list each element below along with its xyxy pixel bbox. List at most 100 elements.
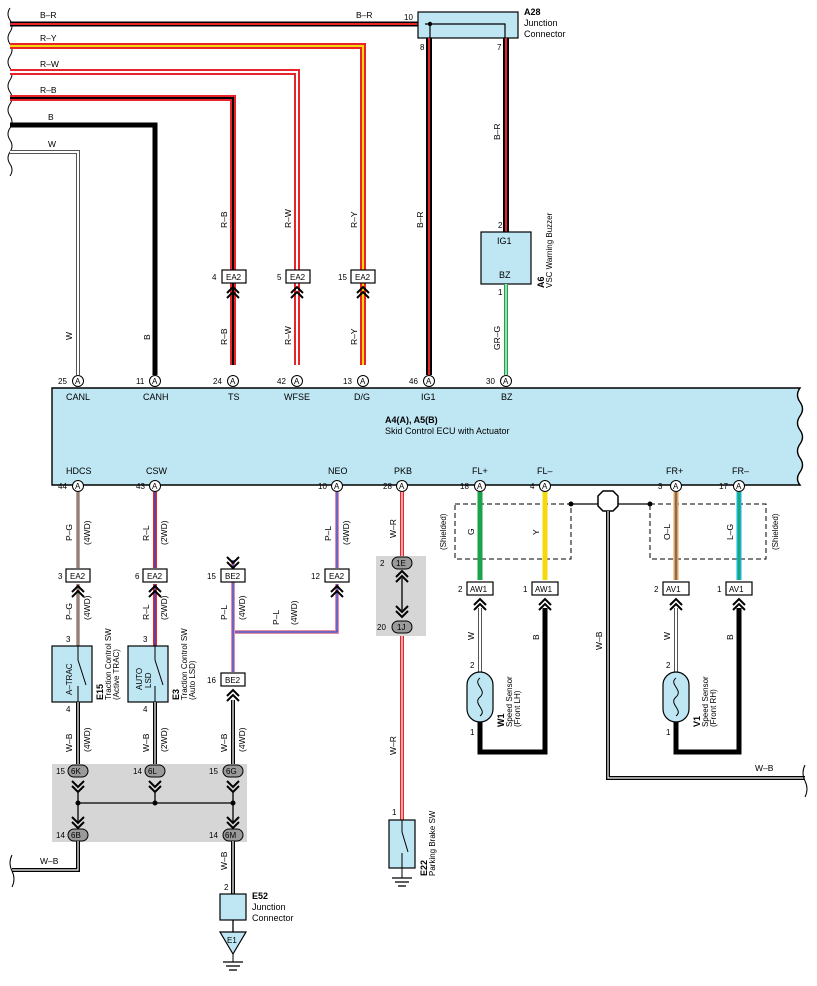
- connector-ea2-csw: 6 EA2: [135, 568, 168, 598]
- svg-text:43: 43: [136, 482, 145, 491]
- wire-label-rw2: R–W: [283, 209, 293, 228]
- svg-text:(4WD): (4WD): [341, 520, 351, 545]
- svg-text:1: 1: [523, 585, 528, 594]
- wire-label-rw3: R–W: [283, 326, 293, 345]
- svg-text:Parking Brake SW: Parking Brake SW: [428, 810, 437, 876]
- connector-aw1-1: 1 AW1: [523, 581, 559, 611]
- svg-text:1: 1: [717, 585, 722, 594]
- svg-text:A: A: [673, 482, 679, 491]
- junction-a28: 10 8 7 A28 Junction Connector: [404, 7, 566, 52]
- svg-text:W–R: W–R: [388, 519, 398, 538]
- svg-text:6G: 6G: [226, 767, 237, 776]
- svg-text:EA2: EA2: [70, 572, 86, 581]
- svg-text:6L: 6L: [148, 767, 157, 776]
- svg-text:AW1: AW1: [470, 585, 488, 594]
- svg-text:BE2: BE2: [225, 572, 241, 581]
- svg-text:4: 4: [212, 273, 217, 282]
- svg-text:E1: E1: [227, 936, 237, 945]
- svg-text:2: 2: [458, 585, 463, 594]
- svg-text:W–B: W–B: [64, 733, 74, 752]
- svg-text:W–B: W–B: [141, 733, 151, 752]
- svg-text:CANH: CANH: [143, 392, 169, 402]
- switch-e15: A–TRAC: [51, 645, 93, 703]
- speed-sensor-v1: 2 1: [662, 661, 690, 737]
- shield-rh: [649, 503, 767, 560]
- svg-text:A: A: [426, 377, 432, 386]
- svg-text:2: 2: [654, 585, 659, 594]
- svg-text:BE2: BE2: [225, 676, 241, 685]
- svg-text:15: 15: [56, 767, 65, 776]
- svg-text:Connector: Connector: [252, 913, 294, 923]
- svg-text:28: 28: [383, 482, 392, 491]
- svg-text:14: 14: [209, 831, 218, 840]
- svg-text:(Shielded): (Shielded): [439, 513, 448, 550]
- ecu-id: A4(A), A5(B): [385, 415, 438, 425]
- svg-text:16: 16: [207, 676, 216, 685]
- wire-label-br-right: B–R: [356, 10, 373, 20]
- svg-text:P–L: P–L: [219, 605, 229, 620]
- wire-label-canh: B: [142, 334, 152, 340]
- svg-text:P–G: P–G: [64, 603, 74, 620]
- connector-be2-15: 15 BE2: [207, 556, 246, 583]
- wire-label-ry3: R–Y: [349, 328, 359, 345]
- svg-text:A: A: [736, 482, 742, 491]
- svg-text:E52: E52: [252, 891, 268, 901]
- svg-text:(2WD): (2WD): [159, 727, 169, 752]
- svg-text:(Front RH): (Front RH): [709, 689, 718, 727]
- wire-b-rh: [673, 608, 742, 755]
- svg-text:A–TRAC: A–TRAC: [65, 663, 74, 695]
- svg-text:46: 46: [409, 377, 418, 386]
- svg-text:Traction Control SW: Traction Control SW: [104, 628, 113, 700]
- svg-text:3: 3: [143, 635, 148, 644]
- svg-text:2: 2: [498, 221, 503, 230]
- svg-text:FL+: FL+: [472, 466, 488, 476]
- svg-text:14: 14: [133, 767, 142, 776]
- svg-text:BZ: BZ: [499, 270, 511, 280]
- svg-text:1: 1: [470, 728, 475, 737]
- svg-text:W: W: [662, 632, 672, 640]
- svg-text:44: 44: [58, 482, 67, 491]
- svg-text:EA2: EA2: [329, 572, 345, 581]
- junction-e52: 2 E52 Junction Connector E1: [218, 883, 294, 971]
- svg-text:P–L: P–L: [271, 610, 281, 625]
- wire-wb-out: [12, 841, 80, 872]
- svg-text:CANL: CANL: [66, 392, 90, 402]
- svg-text:R–L: R–L: [141, 525, 151, 541]
- svg-text:D/G: D/G: [354, 392, 370, 402]
- svg-text:Y: Y: [531, 529, 541, 535]
- wire-label-rb2: R–B: [219, 211, 229, 228]
- wire-rw: [10, 69, 300, 365]
- wire-label-br: B–R: [40, 10, 57, 20]
- svg-text:W–R: W–R: [388, 736, 398, 755]
- svg-text:EA2: EA2: [355, 273, 371, 282]
- svg-text:4: 4: [66, 705, 71, 714]
- left-break-line: [7, 7, 13, 177]
- pkb-connectors: 2 1E 20 1J: [377, 556, 413, 634]
- svg-text:(Shielded): (Shielded): [771, 513, 780, 550]
- svg-text:10: 10: [404, 13, 413, 22]
- svg-text:R–L: R–L: [141, 604, 151, 620]
- svg-text:EA2: EA2: [226, 273, 242, 282]
- svg-text:Speed Sensor: Speed Sensor: [701, 676, 710, 727]
- svg-text:14: 14: [56, 831, 65, 840]
- wire-label-w: W: [48, 139, 56, 149]
- svg-text:W–B: W–B: [594, 631, 604, 650]
- wire-label-ry: R–Y: [40, 33, 57, 43]
- svg-text:FL–: FL–: [537, 466, 553, 476]
- svg-text:A: A: [152, 482, 158, 491]
- ecu-name: Skid Control ECU with Actuator: [385, 426, 510, 436]
- svg-text:V1: V1: [692, 716, 702, 727]
- svg-text:15: 15: [207, 572, 216, 581]
- svg-text:A: A: [75, 482, 81, 491]
- svg-text:VSC Warning Buzzer: VSC Warning Buzzer: [545, 212, 554, 288]
- svg-text:TS: TS: [228, 392, 240, 402]
- svg-text:10: 10: [318, 482, 327, 491]
- wire-label-br-ig1: B–R: [415, 211, 425, 228]
- connector-av1-1: 1 AV1: [717, 581, 753, 611]
- svg-text:6K: 6K: [71, 767, 81, 776]
